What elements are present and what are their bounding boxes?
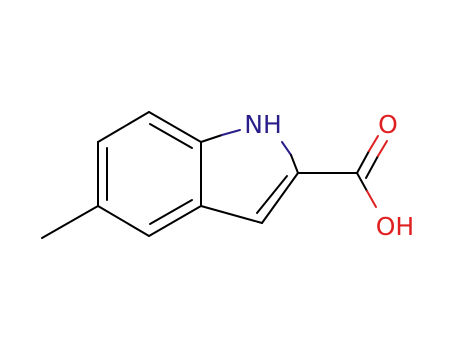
bond-c7a-n-blue (221, 129, 241, 136)
bond-c-oh-red (366, 190, 377, 208)
bond-c6-c7 (97, 111, 150, 143)
bond-c3a-c4 (148, 205, 202, 237)
pyrrole-ring (200, 129, 299, 224)
benzene-ring (97, 111, 202, 237)
bond-n-c2-dark (290, 154, 299, 174)
bond-c3-c3a (200, 205, 263, 224)
double-bond-inner-c3a-c4 (149, 199, 193, 225)
o-label: O (378, 110, 398, 139)
bond-c-oh-dark (356, 172, 368, 192)
nh-label: NH (244, 110, 282, 139)
double-bond-inner-c7-c7a (149, 123, 193, 149)
bond-c7a-n-dark (200, 134, 223, 143)
carboxyl-group (297, 135, 388, 208)
bond-c2-c3 (261, 172, 299, 224)
bond-c-o-double-red (368, 135, 379, 152)
bond-c-o-double-dark (356, 150, 370, 174)
bond-c-o-double2-red (377, 140, 388, 157)
bond-c-o-double2-dark (365, 155, 379, 179)
double-bond-inner-c2-c3 (256, 175, 288, 214)
bond-c4-c5 (97, 205, 150, 237)
bond-methyl (41, 205, 99, 239)
bond-c7-c7a (148, 111, 202, 143)
bond-n-c2-blue (281, 141, 292, 156)
oh-label: OH (376, 212, 414, 241)
